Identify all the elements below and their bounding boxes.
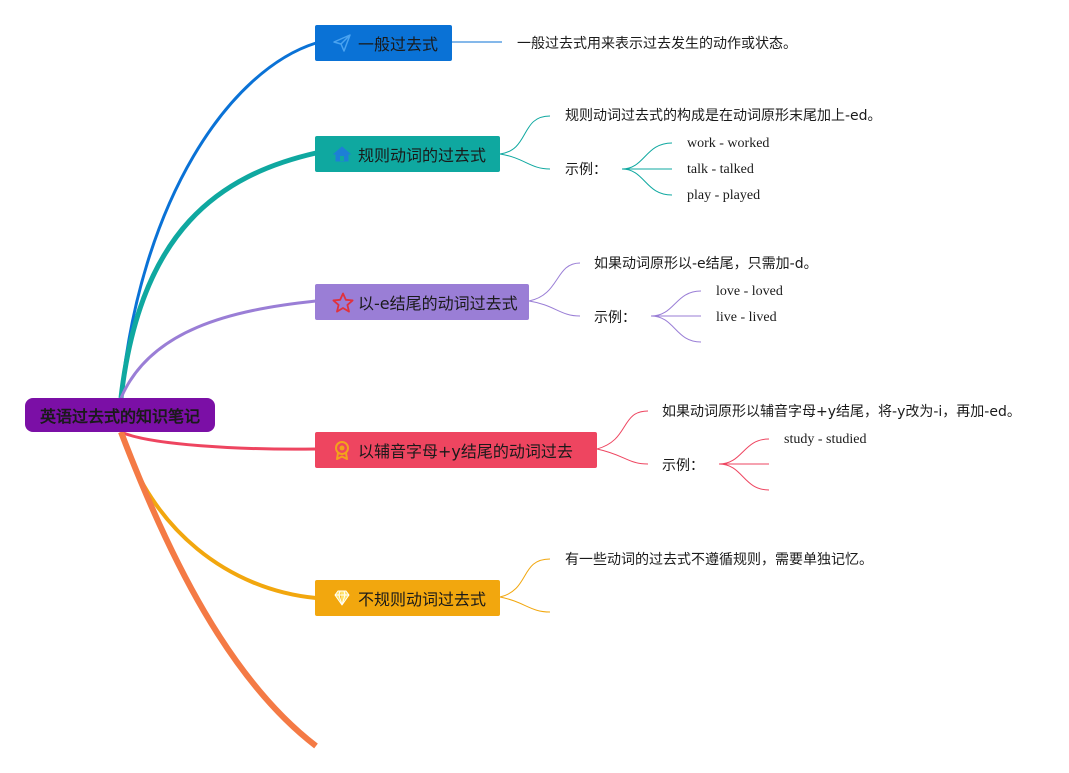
diamond-icon: [332, 588, 352, 608]
branch-label: 以-e结尾的动词过去式: [358, 294, 518, 313]
connector-b2-ex1: [621, 142, 673, 170]
connector-b4-ex1: [718, 438, 770, 465]
note-regular-verbs: 规则动词过去式的构成是在动词原形末尾加上-ed。: [565, 108, 882, 124]
paper-plane-icon: [332, 33, 352, 53]
branch-node-e-ending[interactable]: 以-e结尾的动词过去式: [315, 284, 529, 320]
connector-b4-ex3: [718, 463, 770, 491]
connector-root-b3: [119, 299, 317, 399]
connector-b4-example: [596, 448, 649, 465]
connector-b2-ex3: [621, 168, 673, 196]
branch-label: 规则动词的过去式: [358, 146, 487, 165]
example-label: 示例：: [594, 310, 636, 326]
connector-b4-note: [596, 410, 649, 450]
house-icon: [332, 144, 352, 164]
connector-b3-ex1: [650, 290, 702, 317]
example-item: work - worked: [687, 136, 770, 151]
note-consonant-y: 如果动词原形以辅音字母+y结尾，将-y改为-i，再加-ed。: [662, 404, 1021, 420]
example-item: study - studied: [784, 432, 867, 447]
award-icon: [332, 440, 352, 460]
connector-root-b1: [119, 41, 317, 399]
connector-b2-example: [499, 153, 551, 170]
connector-b3-example: [528, 300, 581, 317]
example-item: play - played: [687, 188, 761, 203]
root-node[interactable]: 英语过去式的知识笔记: [25, 398, 215, 432]
example-label: 示例：: [662, 458, 704, 474]
note-irregular: 有一些动词的过去式不遵循规则，需要单独记忆。: [565, 552, 873, 568]
root-label: 英语过去式的知识笔记: [39, 407, 200, 426]
star-icon: [332, 292, 354, 313]
branch-label: 不规则动词过去式: [358, 590, 487, 609]
connector-b2-note: [499, 115, 551, 155]
branch-label: 一般过去式: [358, 35, 439, 54]
note-simple-past: 一般过去式用来表示过去发生的动作或状态。: [517, 36, 797, 52]
connector-b3-note: [528, 262, 581, 302]
note-e-ending: 如果动词原形以-e结尾，只需加-d。: [594, 256, 818, 272]
branch-label: 以辅音字母+y结尾的动词过去: [358, 442, 573, 461]
connector-root-b5: [119, 431, 317, 600]
connector-root-b6: [118, 430, 318, 749]
example-item: talk - talked: [687, 162, 754, 177]
connector-b3-ex3: [650, 315, 702, 343]
branch-node-simple-past[interactable]: 一般过去式: [315, 25, 452, 61]
example-label: 示例：: [565, 162, 607, 178]
branch-node-irregular[interactable]: 不规则动词过去式: [315, 580, 500, 616]
example-item: live - lived: [716, 310, 777, 325]
branch-node-consonant-y[interactable]: 以辅音字母+y结尾的动词过去: [315, 432, 597, 468]
branch-node-regular-verbs[interactable]: 规则动词的过去式: [315, 136, 500, 172]
connector-b5-note: [499, 558, 551, 598]
connector-b5-extra: [499, 596, 551, 613]
connector-root-b2: [118, 150, 317, 399]
example-item: love - loved: [716, 284, 783, 299]
connector-root-b4: [120, 430, 317, 451]
